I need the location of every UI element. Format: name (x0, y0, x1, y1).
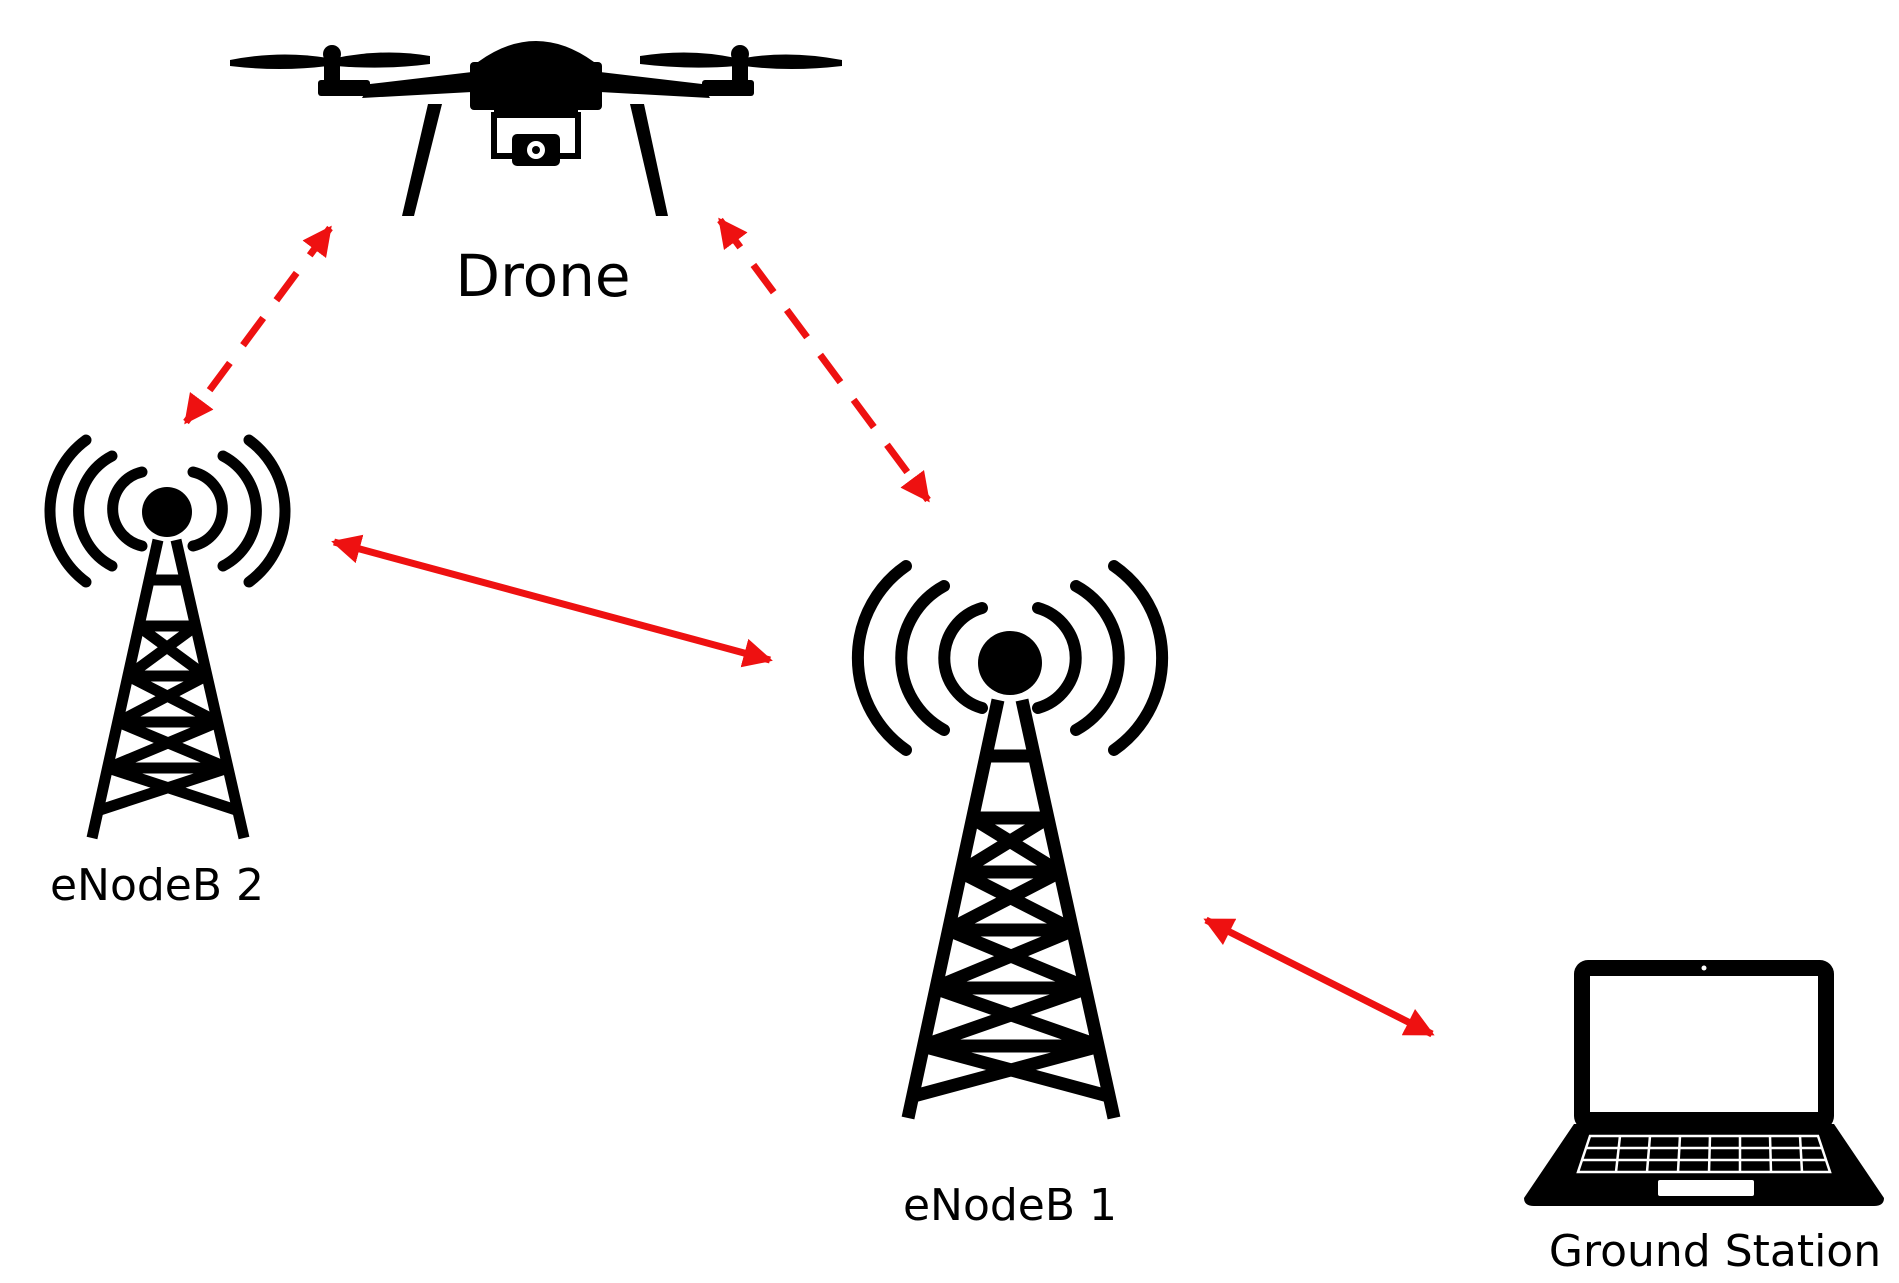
cell-tower-icon (44, 434, 291, 840)
link-drone-enodeb2 (183, 225, 333, 425)
link-enodeb2-enodeb1 (331, 534, 773, 668)
cell-tower-icon (851, 560, 1169, 1120)
link-drone-enodeb1 (717, 217, 931, 503)
enodeb1-label: eNodeB 1 (903, 1180, 1117, 1231)
ground-station-label: Ground Station (1549, 1226, 1881, 1277)
drone-icon (230, 41, 842, 216)
drone-label: Drone (455, 242, 630, 310)
laptop-icon (1524, 960, 1884, 1206)
enodeb2-label: eNodeB 2 (50, 860, 264, 911)
link-enodeb1-ground-station (1203, 916, 1435, 1038)
